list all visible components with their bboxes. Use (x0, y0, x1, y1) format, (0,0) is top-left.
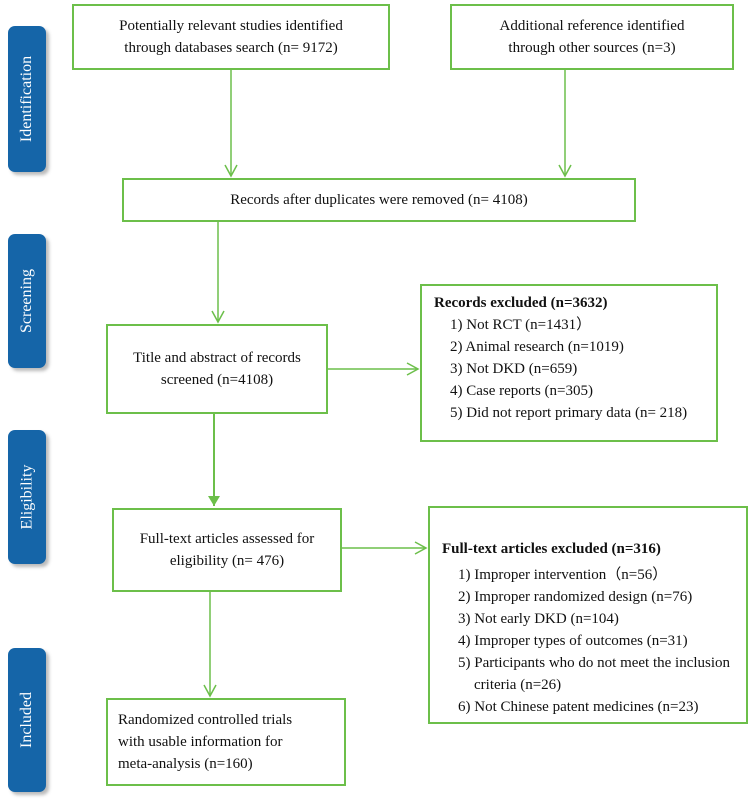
fulltext-excluded-list: 1) Improper intervention（n=56） 2) Improp… (442, 564, 734, 718)
fulltext-excluded-item: 3) Not early DKD (n=104) (458, 611, 619, 627)
database-search-line-2: through databases search (n= 9172) (124, 40, 338, 56)
database-search-box: Potentially relevant studies identified … (72, 4, 390, 70)
fulltext-assessed-line-2: eligibility (n= 476) (169, 553, 285, 569)
phase-eligibility: Eligibility (8, 430, 46, 564)
records-excluded-item: 2) Animal research (n=1019) (450, 339, 624, 355)
phase-screening: Screening (8, 234, 46, 368)
fulltext-excluded-title: Full-text articles excluded (n=316) (442, 541, 661, 557)
duplicates-removed-text: Records after duplicates were removed (n… (230, 192, 528, 208)
fulltext-excluded-item: 6) Not Chinese patent medicines (n=23) (458, 699, 699, 715)
phase-included: Included (8, 648, 46, 792)
screened-box: Title and abstract of records screened (… (106, 324, 328, 414)
records-excluded-box: Records excluded (n=3632) 1) Not RCT (n=… (420, 284, 718, 442)
duplicates-removed-box: Records after duplicates were removed (n… (122, 178, 636, 222)
records-excluded-list: 1) Not RCT (n=1431） 2) Animal research (… (434, 314, 704, 424)
phase-identification: Identification (8, 26, 46, 172)
records-excluded-item: 5) Did not report primary data (n= 218) (450, 405, 688, 421)
database-search-line-1: Potentially relevant studies identified (119, 18, 343, 34)
screened-line-1: Title and abstract of records (133, 350, 301, 366)
fulltext-assessed-box: Full-text articles assessed for eligibil… (112, 508, 342, 592)
other-sources-box: Additional reference identified through … (450, 4, 734, 70)
included-line-3: meta-analysis (n=160) (118, 756, 253, 772)
fulltext-excluded-item: 1) Improper intervention（n=56） (458, 567, 668, 583)
fulltext-excluded-item: criteria (n=26) (474, 677, 562, 693)
screened-line-2: screened (n=4108) (160, 372, 274, 388)
included-line-1: Randomized controlled trials (118, 712, 293, 728)
records-excluded-item: 3) Not DKD (n=659) (450, 361, 578, 377)
fulltext-excluded-item: 5) Participants who do not meet the incl… (458, 655, 731, 671)
other-sources-line-2: through other sources (n=3) (508, 40, 676, 56)
other-sources-line-1: Additional reference identified (499, 18, 685, 34)
included-box: Randomized controlled trials with usable… (106, 698, 346, 786)
fulltext-assessed-line-1: Full-text articles assessed for (139, 531, 315, 547)
fulltext-excluded-box: Full-text articles excluded (n=316) 1) I… (428, 506, 748, 724)
included-line-2: with usable information for (118, 734, 283, 750)
records-excluded-item: 1) Not RCT (n=1431） (450, 317, 592, 333)
fulltext-excluded-item: 2) Improper randomized design (n=76) (458, 589, 693, 605)
records-excluded-item: 4) Case reports (n=305) (450, 383, 594, 399)
fulltext-excluded-item: 4) Improper types of outcomes (n=31) (458, 633, 688, 649)
records-excluded-title: Records excluded (n=3632) (434, 295, 608, 311)
